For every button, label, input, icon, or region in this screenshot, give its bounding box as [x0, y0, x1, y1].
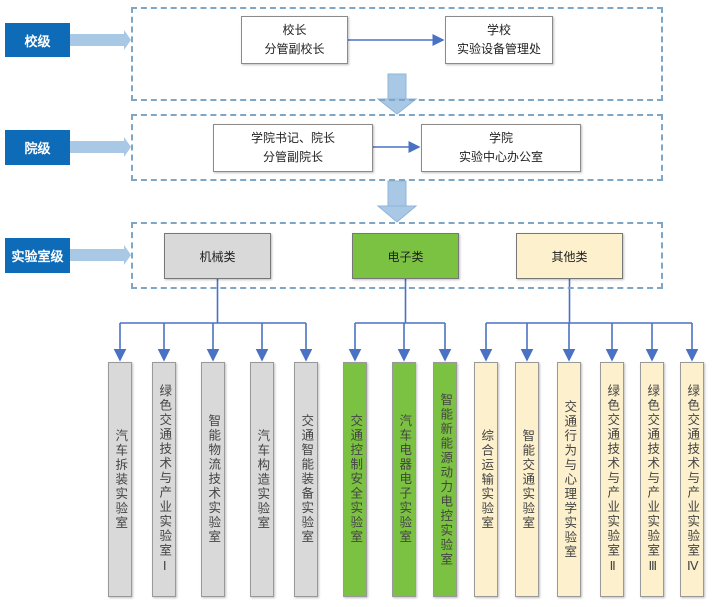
category-box: 机械类 — [164, 233, 271, 279]
node-text: 分管副校长 — [264, 42, 325, 56]
lab-name: 绿色交通技术与产业实验室Ⅲ — [645, 384, 661, 575]
level-arrow-college — [70, 141, 124, 153]
node-text: 分管副院长 — [262, 150, 323, 164]
lab-box: 绿色交通技术与产业实验室Ⅱ — [600, 362, 624, 597]
lab-name: 绿色交通技术与产业实验室Ⅱ — [605, 384, 621, 575]
level-arrow-head — [124, 30, 131, 50]
level-arrow-lab — [70, 249, 124, 261]
level-label-college: 院级 — [5, 130, 70, 165]
lab-box: 绿色交通技术与产业实验室Ⅳ — [680, 362, 704, 597]
tier-lab — [131, 222, 663, 289]
node-president: 校长 分管副校长 — [241, 16, 348, 64]
lab-name: 汽车构造实验室 — [255, 428, 271, 531]
lab-box: 汽车电器电子实验室 — [392, 362, 416, 597]
lab-box: 交通行为与心理学实验室 — [557, 362, 581, 597]
lab-name: 汽车拆装实验室 — [113, 428, 129, 531]
lab-name: 综合运输实验室 — [479, 428, 495, 531]
lab-name: 智能新能源动力电控实验室 — [438, 392, 454, 567]
tier-school — [131, 7, 663, 101]
level-arrow-head — [124, 137, 131, 157]
level-label-lab: 实验室级 — [5, 238, 70, 273]
lab-box: 智能物流技术实验室 — [201, 362, 225, 597]
lab-box: 综合运输实验室 — [474, 362, 498, 597]
lab-box: 智能新能源动力电控实验室 — [433, 362, 457, 597]
lab-box: 绿色交通技术与产业实验室Ⅲ — [640, 362, 664, 597]
tier-college — [131, 114, 663, 181]
lab-box: 交通智能装备实验室 — [294, 362, 318, 597]
lab-box: 绿色交通技术与产业实验室Ⅰ — [152, 362, 176, 597]
node-text: 学院 — [488, 131, 513, 145]
lab-name: 绿色交通技术与产业实验室Ⅳ — [685, 384, 701, 575]
category-box: 电子类 — [352, 233, 459, 279]
node-text: 学院书记、院长 — [250, 131, 335, 145]
node-equipment-office: 学校 实验设备管理处 — [445, 16, 553, 64]
node-text: 实验设备管理处 — [456, 42, 541, 56]
node-dean: 学院书记、院长 分管副院长 — [213, 124, 373, 172]
level-arrow-head — [124, 245, 131, 265]
lab-box: 交通控制安全实验室 — [343, 362, 367, 597]
level-label-school: 校级 — [5, 23, 70, 57]
node-text: 校长 — [282, 23, 307, 37]
lab-box: 汽车拆装实验室 — [108, 362, 132, 597]
lab-name: 智能交通实验室 — [520, 428, 536, 531]
down-arrow-college-lab — [376, 180, 418, 223]
node-text: 实验中心办公室 — [458, 150, 543, 164]
node-lab-center-office: 学院 实验中心办公室 — [421, 124, 581, 172]
lab-name: 交通行为与心理学实验室 — [562, 399, 578, 560]
lab-name: 智能物流技术实验室 — [206, 414, 222, 545]
lab-name: 汽车电器电子实验室 — [397, 414, 413, 545]
level-arrow-school — [70, 34, 124, 46]
lab-box: 汽车构造实验室 — [250, 362, 274, 597]
down-arrow-school-college — [376, 73, 418, 115]
lab-box: 智能交通实验室 — [515, 362, 539, 597]
lab-name: 绿色交通技术与产业实验室Ⅰ — [157, 384, 173, 575]
lab-name: 交通控制安全实验室 — [348, 414, 364, 545]
category-box: 其他类 — [516, 233, 623, 279]
node-text: 学校 — [486, 23, 511, 37]
lab-name: 交通智能装备实验室 — [299, 414, 315, 545]
